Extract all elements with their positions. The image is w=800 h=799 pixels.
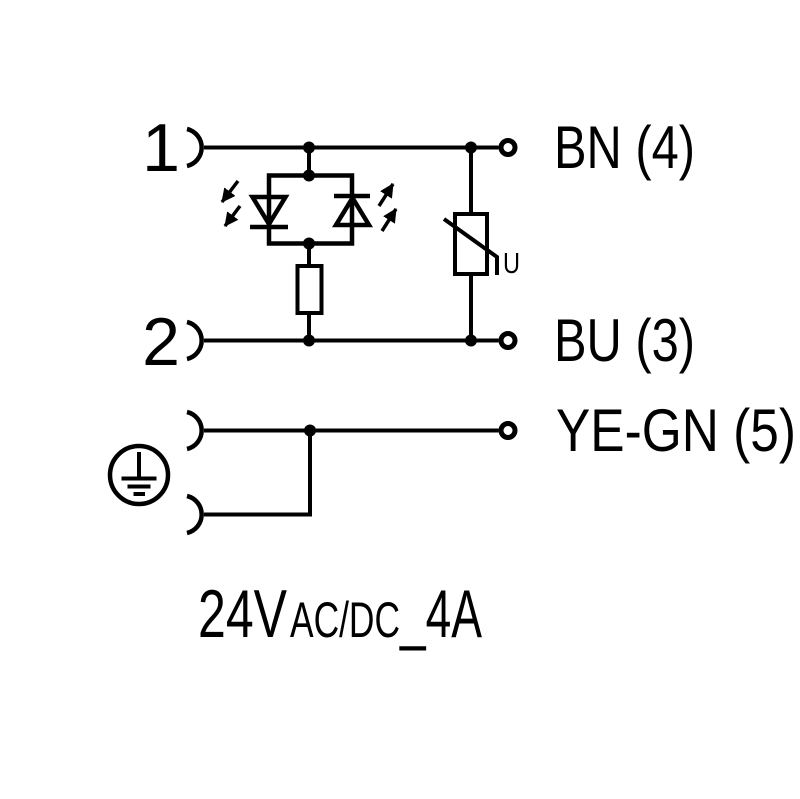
varistor-voltage-label: U: [503, 248, 520, 280]
led-left-icon: [248, 194, 290, 230]
varistor-branch: U: [442, 147, 520, 341]
terminal-circle-yegn: [498, 421, 518, 440]
rating-current-label: _4A: [399, 576, 483, 652]
led-bridge-frame: [266, 173, 355, 246]
rating-supply-type-label: AC/DC: [290, 592, 400, 648]
pin-1-row: 1 BN (4): [142, 110, 695, 186]
rating-voltage-label: 24V: [198, 576, 287, 652]
terminal-label-bn: BN (4): [554, 114, 695, 181]
junction-dot: [303, 169, 315, 182]
protective-earth-icon: [107, 443, 171, 507]
terminal-circle-bn: [498, 138, 518, 157]
pe-contact-bottom-icon: [186, 493, 204, 536]
junction-dot: [465, 334, 477, 347]
varistor-icon: [442, 212, 499, 276]
pe-bottom-wire: [204, 430, 312, 517]
junction-dot: [303, 334, 315, 347]
pin-1-contact-icon: [186, 126, 204, 169]
terminal-label-bu: BU (3): [554, 307, 695, 374]
rating-text: 24V AC/DC _4A: [198, 576, 482, 652]
junction-dot: [304, 424, 316, 437]
led-indicator-block: [220, 147, 398, 341]
protective-earth-row: YE-GN (5): [107, 397, 796, 536]
pin-1-label: 1: [142, 110, 180, 186]
led-left-emission-arrows-icon: [220, 179, 242, 228]
pin-2-label: 2: [142, 304, 180, 380]
led-right-icon: [331, 193, 374, 228]
pin-2-row: 2 BU (3): [142, 304, 695, 380]
resistor-icon: [295, 243, 324, 341]
pe-contact-top-icon: [186, 409, 204, 452]
terminal-label-yegn: YE-GN (5): [556, 397, 796, 464]
pin-2-contact-icon: [186, 319, 204, 362]
led-right-emission-arrows-icon: [377, 183, 398, 232]
terminal-circle-bu: [498, 331, 518, 350]
